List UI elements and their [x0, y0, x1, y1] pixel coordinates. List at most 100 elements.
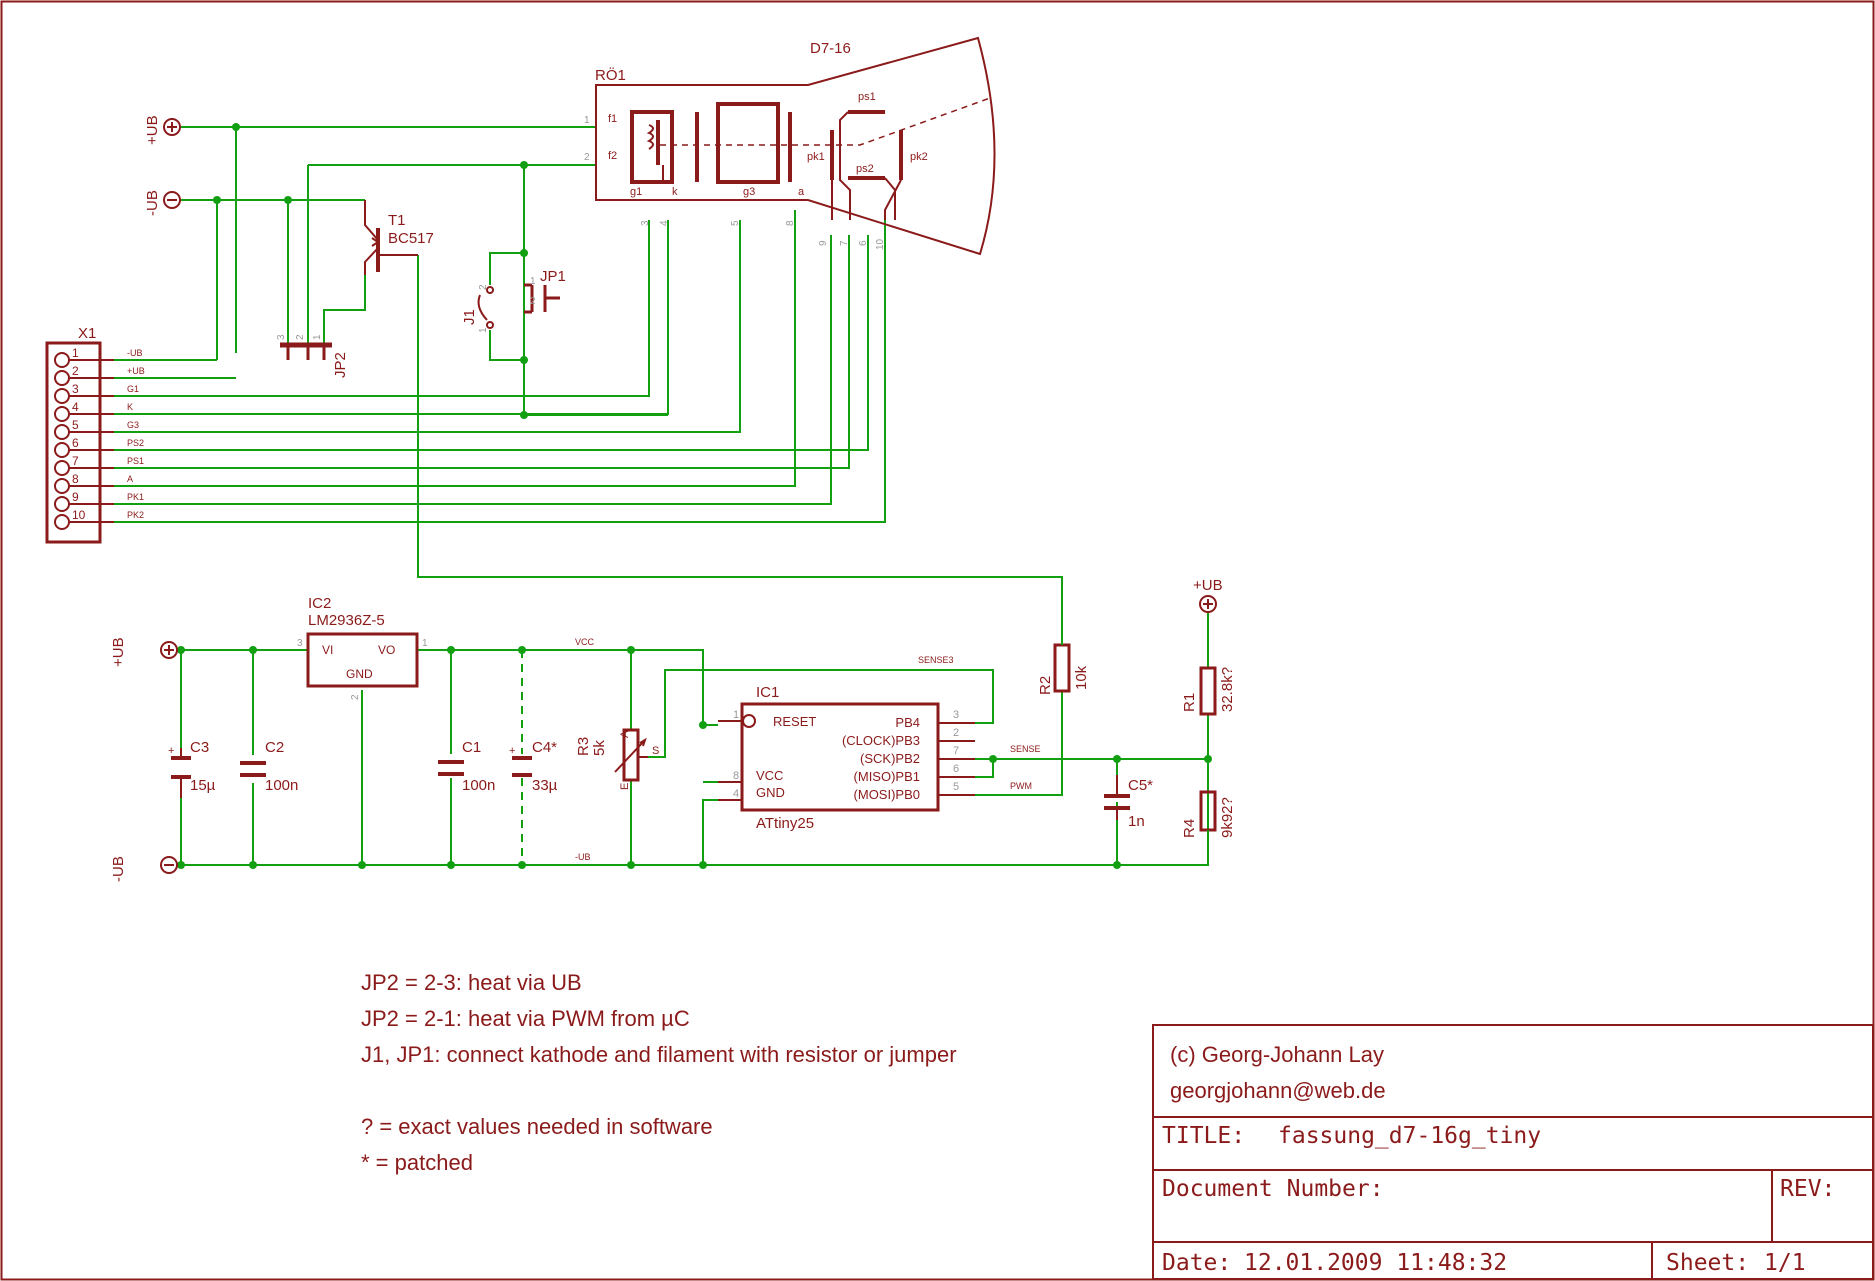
title-label: TITLE: — [1162, 1123, 1245, 1149]
regulator-vi: VI — [322, 643, 333, 657]
capacitor-symbols — [171, 748, 1130, 820]
mcu-num-reset: 1 — [733, 709, 739, 721]
tube-pin-label-pk1: pk1 — [807, 151, 825, 163]
jumper-j1 — [477, 286, 494, 329]
minus-ub-top-label: -UB — [144, 190, 161, 216]
tube-pin-label-ps2: ps2 — [856, 163, 874, 175]
tube-pin-num-4: 4 — [659, 220, 670, 226]
r2-value: 10k — [1073, 665, 1090, 690]
connector-x1-body — [45, 341, 102, 544]
r4-value: 9k92? — [1219, 797, 1236, 838]
x1-pin-4: 4 — [72, 400, 79, 414]
transistor-ref: T1 — [388, 212, 406, 229]
mcu-ref: IC1 — [756, 684, 779, 701]
note-jp2-2-3: JP2 = 2-3: heat via UB — [361, 970, 582, 995]
c4-plus: + — [509, 745, 515, 757]
tube-ref: RÖ1 — [595, 66, 626, 84]
jp2-pin-1: 1 — [312, 334, 323, 340]
mcu-pin-reset: RESET — [773, 714, 816, 729]
regulator-pin-vo: 1 — [422, 638, 428, 649]
net-label-sense: SENSE — [1010, 744, 1041, 754]
minus-ub-bottom-label: -UB — [110, 856, 127, 882]
tube-pin-num-8: 8 — [785, 220, 796, 226]
mcu-pin-pb4: PB4 — [895, 715, 920, 730]
x1-signal-4: K — [127, 402, 133, 412]
net-label-pwm: PWM — [1010, 781, 1032, 791]
mcu-type: ATtiny25 — [756, 815, 814, 832]
mcu-pin-pb1: (MISO)PB1 — [854, 769, 920, 784]
minus-ub-bottom-symbol — [160, 856, 178, 874]
net-label-minus-ub: -UB — [575, 852, 591, 862]
transistor-t1 — [364, 200, 418, 275]
x1-pin-3: 3 — [72, 382, 79, 396]
plus-ub-bottom-symbol — [160, 641, 178, 659]
x1-pin-7: 7 — [72, 454, 79, 468]
pot-s: S — [652, 745, 659, 757]
minus-ub-top-symbol — [163, 191, 181, 209]
x1-signal-6: PS2 — [127, 438, 144, 448]
regulator-type: LM2936Z-5 — [308, 612, 385, 629]
title-email: georgjohann@web.de — [1170, 1078, 1386, 1103]
tube-pin-num-6: 6 — [858, 240, 869, 246]
x1-signal-9: PK1 — [127, 492, 144, 502]
x1-signal-5: G3 — [127, 420, 139, 430]
rev-label: REV: — [1780, 1176, 1835, 1202]
r4-ref: R4 — [1181, 819, 1198, 838]
r1-value: 32.8k? — [1219, 667, 1236, 712]
x1-signal-1: -UB — [127, 348, 143, 358]
note-jp2-2-1: JP2 = 2-1: heat via PWM from µC — [361, 1006, 690, 1031]
date-value: 12.01.2009 11:48:32 — [1244, 1250, 1507, 1276]
tube-pin-label-g1: g1 — [630, 186, 642, 198]
tube-pin-label-a: a — [798, 186, 805, 198]
sheet-label: Sheet: — [1666, 1250, 1749, 1276]
beam-path — [660, 97, 991, 146]
note-patched: * = patched — [361, 1150, 473, 1175]
tube-type: D7-16 — [810, 40, 851, 57]
tube-pin-num-7: 7 — [839, 240, 850, 246]
junctions — [177, 123, 1212, 869]
c3-value: 15µ — [190, 777, 216, 794]
j1-pin-1: 1 — [478, 327, 489, 333]
x1-pin-1: 1 — [72, 346, 79, 360]
tube-pin-num-10: 10 — [875, 238, 886, 250]
jp1-label: JP1 — [540, 268, 566, 285]
x1-signal-2: +UB — [127, 366, 145, 376]
pot-value: 5k — [591, 740, 608, 756]
pot-ref: R3 — [575, 737, 592, 756]
plus-ub-top-symbol — [163, 118, 181, 136]
r2-ref: R2 — [1037, 676, 1054, 695]
c2-ref: C2 — [265, 739, 284, 756]
title-copyright: (c) Georg-Johann Lay — [1170, 1042, 1384, 1067]
tube-pin-num-5: 5 — [730, 220, 741, 226]
mcu-num-pb3: 2 — [953, 727, 959, 739]
mcu-pin-pb0: (MOSI)PB0 — [854, 787, 920, 802]
mcu-num-pb0: 5 — [953, 781, 959, 793]
c3-plus: + — [168, 745, 174, 757]
jp2-pin-2: 2 — [295, 334, 306, 340]
tube-pin-label-pk2: pk2 — [910, 151, 928, 163]
c4-value: 33µ — [532, 777, 558, 794]
tube-pin-num-3: 3 — [640, 220, 651, 226]
c5-ref: C5* — [1128, 777, 1153, 794]
potentiometer-r3 — [614, 728, 648, 782]
pot-e: E — [619, 783, 631, 790]
note-j1-jp1: J1, JP1: connect kathode and filament wi… — [361, 1042, 957, 1067]
j1-label: J1 — [461, 309, 478, 325]
connector-x1-holes — [54, 352, 70, 530]
reset-inversion-bubble — [742, 714, 756, 728]
mcu-num-pb2: 7 — [953, 745, 959, 757]
title-block — [1152, 1024, 1874, 1280]
jp1-pin-2: 2 — [530, 296, 536, 307]
note-exact-values: ? = exact values needed in software — [361, 1114, 713, 1139]
tube-pin-label-ps1: ps1 — [858, 91, 876, 103]
mcu-pin-pb3: (CLOCK)PB3 — [842, 733, 920, 748]
mcu-num-vcc: 8 — [733, 770, 739, 782]
regulator-gnd: GND — [346, 667, 373, 681]
connector-x1-ref: X1 — [78, 325, 96, 342]
c4-ref: C4* — [532, 739, 557, 756]
mcu-num-pb4: 3 — [953, 709, 959, 721]
r1-ref: R1 — [1181, 693, 1198, 712]
jumper-jp2 — [280, 342, 332, 360]
